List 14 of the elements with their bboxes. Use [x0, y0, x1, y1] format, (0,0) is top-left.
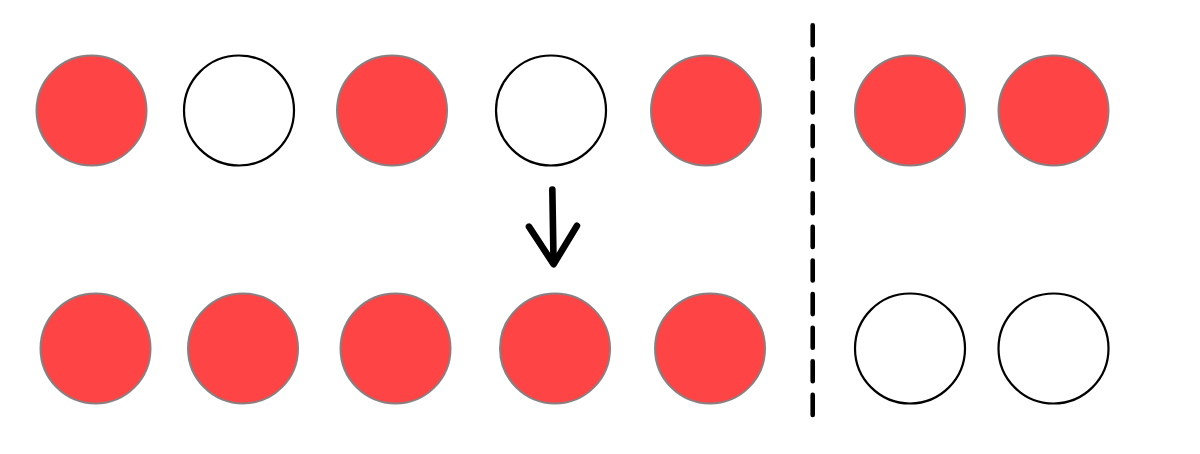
filled-circle	[854, 54, 966, 167]
filled-circle	[650, 54, 762, 167]
hollow-circle	[494, 54, 608, 167]
filled-circle	[339, 292, 452, 405]
filled-circle	[336, 54, 448, 167]
hollow-circle	[182, 54, 296, 167]
filled-circle	[499, 292, 611, 405]
filled-circle	[35, 54, 148, 167]
filled-circle	[997, 54, 1110, 167]
filled-circle	[654, 292, 766, 405]
hollow-circle	[997, 292, 1110, 405]
hollow-circle	[853, 292, 967, 405]
filled-circle	[39, 292, 152, 405]
filled-circle	[187, 292, 299, 405]
